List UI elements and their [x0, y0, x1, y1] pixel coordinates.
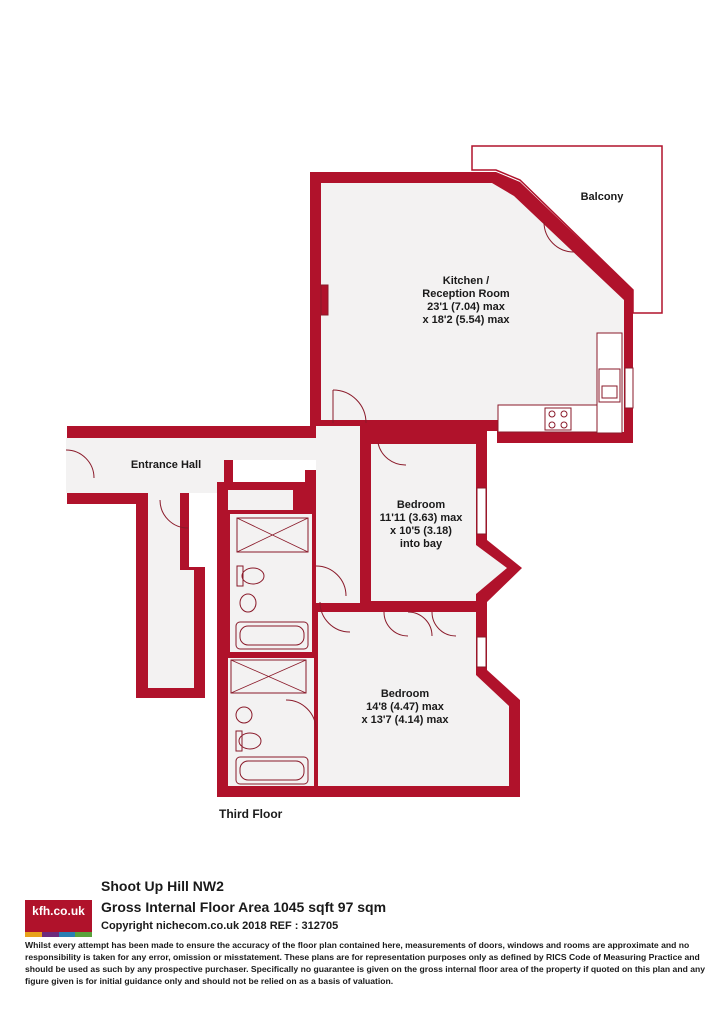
- property-title: Shoot Up Hill NW2: [101, 878, 224, 894]
- copyright: Copyright nichecom.co.uk 2018 REF : 3127…: [101, 920, 339, 932]
- corridor: [316, 426, 366, 636]
- toilet: [238, 732, 262, 750]
- shower: [230, 659, 307, 694]
- bedroom-2-dim-1: 14'8 (4.47) max: [366, 701, 445, 713]
- bedroom-2-dim-2: x 13'7 (4.14) max: [361, 714, 449, 726]
- shower: [236, 517, 309, 553]
- hob: [544, 407, 572, 431]
- bath: [235, 756, 309, 785]
- bedroom-2: [308, 603, 520, 797]
- bedroom-1-dim-1: 11'11 (3.63) max: [380, 512, 464, 524]
- kitchen-label-2: Reception Room: [422, 288, 510, 300]
- bath: [235, 621, 309, 650]
- kfh-logo[interactable]: kfh.co.uk: [25, 900, 92, 937]
- entrance-hall: [55, 426, 350, 698]
- bathrooms: [217, 482, 314, 797]
- disclaimer: Whilst every attempt has been made to en…: [25, 940, 706, 986]
- sink: [598, 368, 621, 403]
- logo-color-strip: [25, 932, 92, 937]
- bedroom-2-label: Bedroom: [381, 688, 430, 700]
- kitchen-dim-1: 23'1 (7.04) max: [427, 301, 506, 313]
- door-swings: [65, 221, 575, 731]
- kitchen-reception-room: [310, 172, 633, 443]
- bedroom-1: [360, 422, 522, 612]
- bedroom-1-dim-2: x 10'5 (3.18): [390, 525, 452, 537]
- basin: [235, 706, 253, 724]
- logo-text: kfh.co.uk: [32, 904, 85, 918]
- windows: [320, 284, 634, 668]
- kitchen-dim-2: x 18'2 (5.54) max: [422, 314, 510, 326]
- floor-plan: Balcony Kitchen / Reception Room 23'1 (7…: [55, 145, 663, 821]
- kitchen-label: Kitchen /: [443, 275, 489, 287]
- floor-area: Gross Internal Floor Area 1045 sqft 97 s…: [101, 899, 387, 915]
- bedroom-1-dim-3: into bay: [400, 538, 443, 550]
- balcony-label: Balcony: [581, 191, 625, 203]
- bedroom-1-label: Bedroom: [397, 499, 446, 511]
- floor-label: Third Floor: [219, 807, 283, 821]
- kitchen-fixtures: [497, 332, 623, 434]
- basin: [239, 593, 257, 613]
- entrance-hall-label: Entrance Hall: [131, 459, 201, 471]
- toilet: [241, 567, 265, 585]
